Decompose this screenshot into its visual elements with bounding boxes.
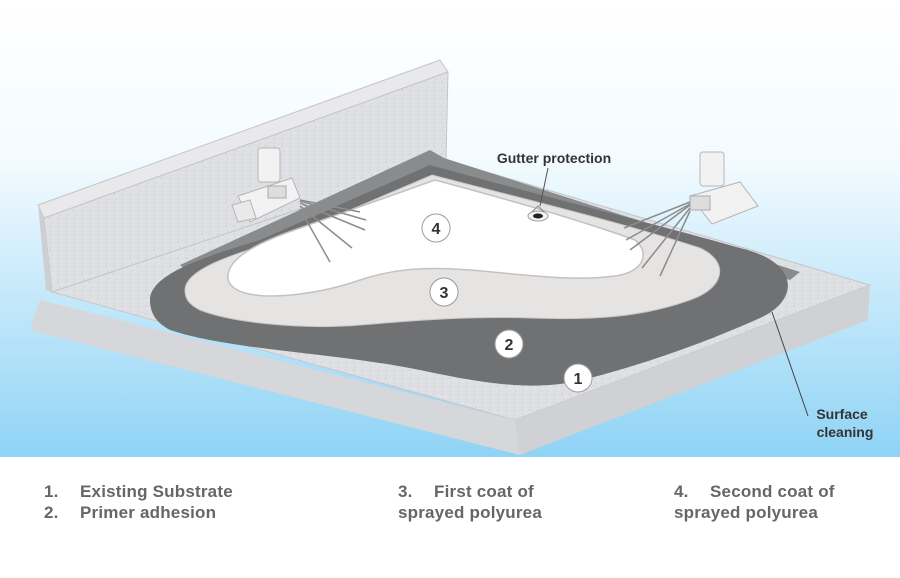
marker-3: 3 (429, 277, 459, 307)
gutter-protection-label: Gutter protection (497, 150, 611, 166)
legend-column-2: 3. First coat of sprayed polyurea (398, 481, 542, 523)
marker-4: 4 (421, 213, 451, 243)
legend-item-3-continued: sprayed polyurea (398, 502, 542, 523)
legend-item-4: 4. Second coat of (674, 481, 835, 502)
marker-1: 1 (563, 363, 593, 393)
surface-cleaning-label-line1: Surface (816, 406, 868, 422)
drain-icon (527, 205, 549, 222)
legend-number: 1. (44, 482, 59, 501)
surface-leader-line (771, 311, 809, 417)
legend-column-1: 1. Existing Substrate 2. Primer adhesion (44, 481, 233, 523)
polyurea-roof-diagram: Gutter protection Surface cleaning 1 2 3… (0, 0, 900, 457)
legend-text: Second coat of (710, 482, 835, 501)
spray-gun-icon (623, 151, 759, 277)
legend-text: sprayed polyurea (398, 503, 542, 522)
legend-column-3: 4. Second coat of sprayed polyurea (674, 481, 835, 523)
marker-2: 2 (494, 329, 524, 359)
svg-text:1: 1 (574, 371, 583, 388)
legend-text: Existing Substrate (80, 482, 233, 501)
legend-item-2: 2. Primer adhesion (44, 502, 233, 523)
svg-text:4: 4 (432, 221, 441, 238)
legend-text: Primer adhesion (80, 503, 217, 522)
legend-item-3: 3. First coat of (398, 481, 542, 502)
gutter-leader-line (539, 167, 549, 207)
parapet-wall (37, 59, 449, 293)
legend-number: 4. (674, 482, 689, 501)
svg-text:2: 2 (505, 337, 514, 354)
legend-number: 3. (398, 482, 413, 501)
surface-cleaning-label-line2: cleaning (817, 424, 874, 440)
legend-text: sprayed polyurea (674, 503, 818, 522)
svg-text:3: 3 (440, 285, 449, 302)
spray-gun-icon (231, 147, 367, 263)
legend-item-1: 1. Existing Substrate (44, 481, 233, 502)
legend-number: 2. (44, 503, 59, 522)
legend-item-4-continued: sprayed polyurea (674, 502, 835, 523)
legend-text: First coat of (434, 482, 534, 501)
